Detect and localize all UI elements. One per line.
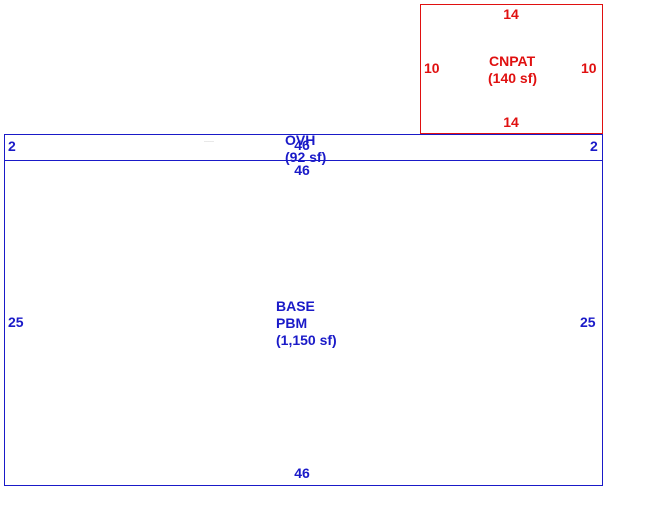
overhang-area: (92 sf) [285,149,327,165]
overhang-bottom-dimension: 46 [294,162,310,178]
base-subname: PBM [276,315,308,331]
base-outline [4,160,603,486]
base-left-dimension: 25 [8,314,24,330]
overhang-name: OVH [285,132,316,148]
base-right-dimension: 25 [580,314,596,330]
base-label: BASE PBM (1,150 sf) [276,298,337,349]
overhang-label: OVH (92 sf) [285,132,326,166]
overhang-right-dimension: 2 [590,138,598,154]
canopy-outline [420,4,603,134]
canopy-top-dimension: 14 [503,6,519,22]
canopy-right-dimension: 10 [581,60,597,76]
overhang-marker: ····· [204,139,214,145]
overhang-left-dimension: 2 [8,138,16,154]
canopy-area: (140 sf) [488,70,538,86]
overhang-top-dimension: 46 [294,137,310,153]
canopy-name: CNPAT [489,53,536,69]
base-name: BASE [276,298,315,314]
canopy-label: CNPAT (140 sf) [488,53,537,87]
canopy-left-dimension: 10 [424,60,440,76]
base-bottom-dimension: 46 [294,465,310,481]
base-area: (1,150 sf) [276,332,337,348]
canopy-bottom-dimension: 14 [503,114,519,130]
